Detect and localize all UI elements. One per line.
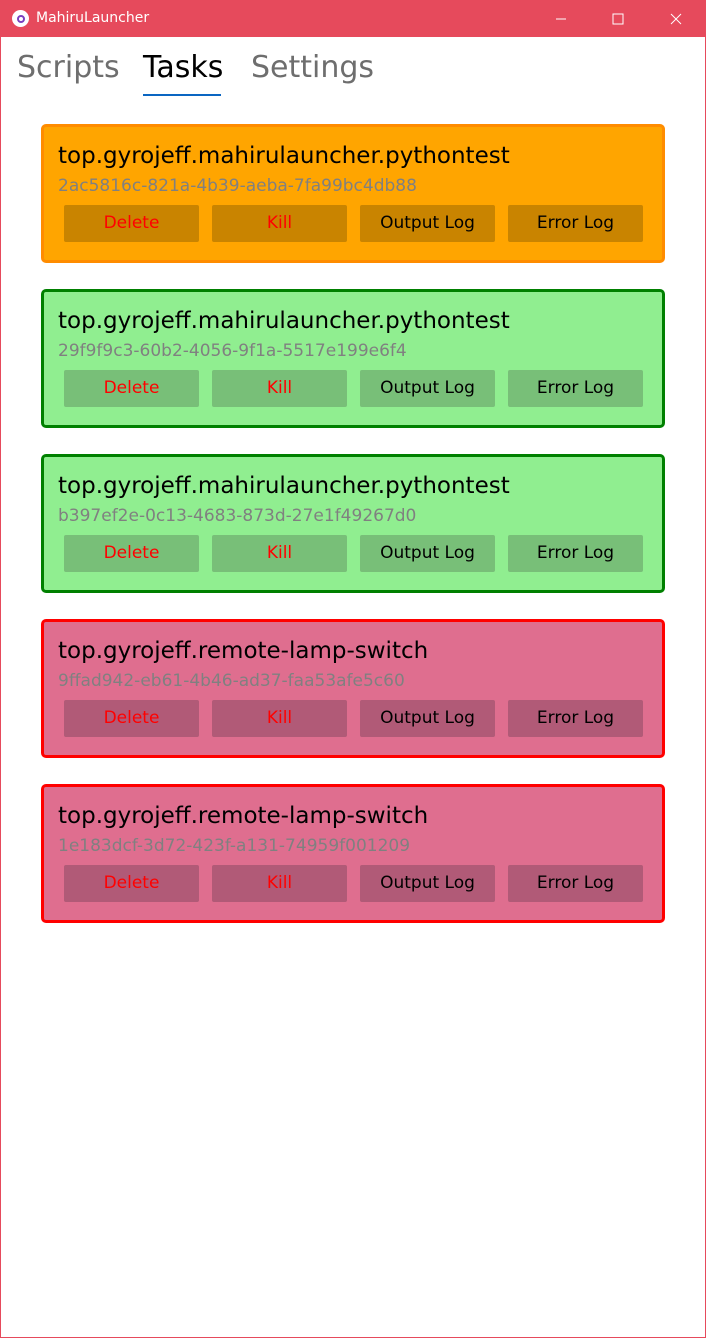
kill-button[interactable]: Kill [212,535,347,572]
kill-button[interactable]: Kill [212,700,347,737]
close-button[interactable] [647,0,705,37]
output-log-button[interactable]: Output Log [360,700,495,737]
minimize-button[interactable] [532,0,590,37]
delete-button[interactable]: Delete [64,205,199,242]
error-log-button[interactable]: Error Log [508,700,643,737]
task-card: top.gyrojeff.remote-lamp-switch 1e183dcf… [41,784,665,923]
app-logo-icon [12,10,29,27]
delete-button[interactable]: Delete [64,700,199,737]
kill-button[interactable]: Kill [212,370,347,407]
error-log-button[interactable]: Error Log [508,205,643,242]
active-tab-indicator [143,94,221,96]
task-id: 2ac5816c-821a-4b39-aeba-7fa99bc4db88 [58,176,417,196]
output-log-button[interactable]: Output Log [360,370,495,407]
task-name: top.gyrojeff.mahirulauncher.pythontest [58,473,510,499]
window-title: MahiruLauncher [36,10,150,26]
task-card: top.gyrojeff.mahirulauncher.pythontest 2… [41,124,665,263]
delete-button[interactable]: Delete [64,865,199,902]
task-id: 29f9f9c3-60b2-4056-9f1a-5517e199e6f4 [58,341,407,361]
delete-button[interactable]: Delete [64,370,199,407]
task-id: 1e183dcf-3d72-423f-a131-74959f001209 [58,836,411,856]
task-card: top.gyrojeff.mahirulauncher.pythontest b… [41,454,665,593]
task-name: top.gyrojeff.remote-lamp-switch [58,638,429,664]
task-id: b397ef2e-0c13-4683-873d-27e1f49267d0 [58,506,417,526]
task-name: top.gyrojeff.mahirulauncher.pythontest [58,143,510,169]
minimize-icon [556,18,566,19]
output-log-button[interactable]: Output Log [360,205,495,242]
delete-button[interactable]: Delete [64,535,199,572]
close-icon [670,13,682,24]
task-id: 9ffad942-eb61-4b46-ad37-faa53afe5c60 [58,671,405,691]
output-log-button[interactable]: Output Log [360,535,495,572]
error-log-button[interactable]: Error Log [508,370,643,407]
task-card: top.gyrojeff.remote-lamp-switch 9ffad942… [41,619,665,758]
tab-tasks[interactable]: Tasks [143,50,224,85]
title-bar[interactable]: MahiruLauncher [1,0,706,37]
maximize-button[interactable] [589,0,647,37]
error-log-button[interactable]: Error Log [508,865,643,902]
task-name: top.gyrojeff.mahirulauncher.pythontest [58,308,510,334]
error-log-button[interactable]: Error Log [508,535,643,572]
output-log-button[interactable]: Output Log [360,865,495,902]
task-name: top.gyrojeff.remote-lamp-switch [58,803,429,829]
tab-settings[interactable]: Settings [251,50,375,85]
tab-scripts[interactable]: Scripts [17,50,120,85]
task-card: top.gyrojeff.mahirulauncher.pythontest 2… [41,289,665,428]
maximize-icon [612,13,624,24]
kill-button[interactable]: Kill [212,865,347,902]
kill-button[interactable]: Kill [212,205,347,242]
